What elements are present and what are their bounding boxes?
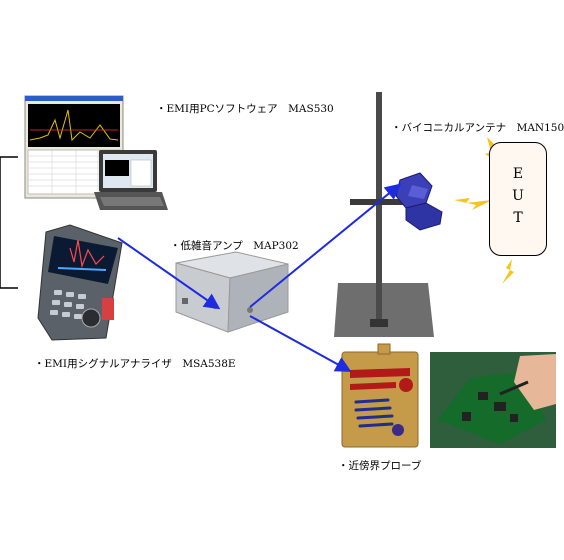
- low-noise-amplifier-device: [175, 251, 289, 333]
- near-field-probe-case: [341, 343, 419, 448]
- signal-analyzer-device: [37, 224, 123, 341]
- arrow-analyzer-to-amplifier: [117, 237, 221, 310]
- label-near-field-probe: ・近傍界プローブ: [338, 460, 422, 472]
- connection-bracket: [0, 156, 18, 289]
- eut-box: EUT: [489, 142, 547, 256]
- label-pc-software: ・EMI用PCソフトウェア MAS530: [156, 103, 334, 115]
- eut-label: EUT: [510, 166, 526, 232]
- label-biconical-antenna: ・バイコニカルアンテナ MAN150: [391, 122, 564, 134]
- emission-bolt-bottom: [502, 259, 514, 284]
- emission-bolt-top: [485, 137, 505, 167]
- arrow-amplifier-to-antenna: [249, 183, 402, 308]
- arrow-amplifier-to-probe: [249, 315, 352, 372]
- laptop-icon: [94, 150, 168, 210]
- biconical-antenna: [395, 172, 443, 231]
- probe-measurement-photo: [430, 352, 556, 448]
- antenna-stand: [334, 92, 434, 337]
- label-low-noise-amplifier: ・低雑音アンプ MAP302: [170, 240, 299, 252]
- emission-bolt-middle: [454, 198, 492, 210]
- label-signal-analyzer: ・EMI用シグナルアナライザ MSA538E: [34, 358, 236, 370]
